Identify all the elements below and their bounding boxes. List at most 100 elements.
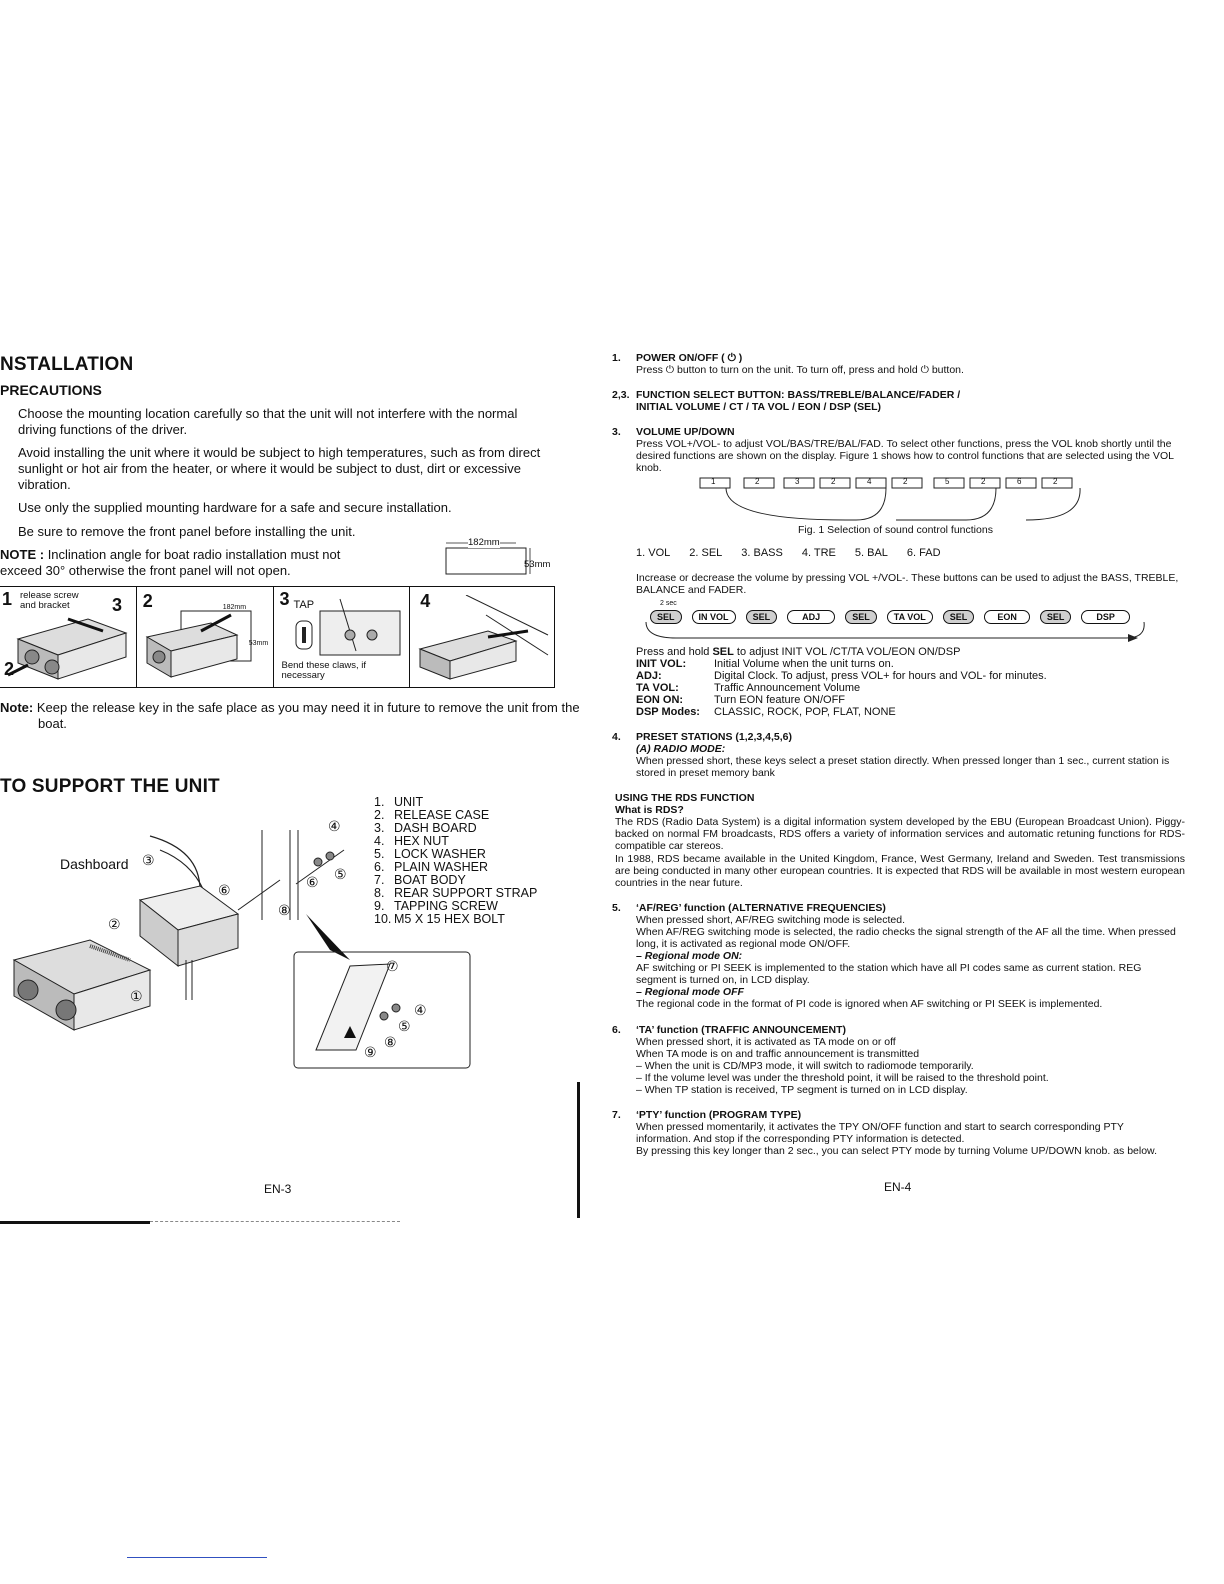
step-2-width: 182mm (222, 604, 247, 611)
item-5-no: 5. (612, 902, 621, 914)
item-7-title: ‘PTY’ function (PROGRAM TYPE) (636, 1109, 802, 1121)
item-6-line: – When the unit is CD/MP3 mode, it will … (636, 1060, 974, 1072)
precaution-4: Be sure to remove the front panel before… (18, 524, 356, 539)
figure-1: 1 2 3 2 4 2 5 2 6 2 (696, 476, 1086, 522)
item-6-no: 6. (612, 1024, 621, 1036)
step-1-number-2: 2 (4, 659, 15, 679)
item-6-line: When TA mode is on and traffic announcem… (636, 1048, 920, 1060)
support-title: TO SUPPORT THE UNIT (0, 776, 220, 797)
radio-illustration-2 (145, 610, 252, 678)
step-2: 2 182mm 53mm (135, 587, 273, 687)
dashboard-label: Dashboard (60, 856, 129, 872)
item-1-text: Press ⏻ button to turn on the unit. To t… (636, 364, 964, 376)
item-5-line-4: The regional code in the format of PI co… (636, 998, 1103, 1010)
callout-8: ⑧ (278, 902, 291, 918)
bottom-rule-left (0, 1221, 150, 1224)
note-2-label: Note: (0, 700, 34, 715)
callout-5: ⑤ (334, 866, 347, 882)
item-4-no: 4. (612, 731, 621, 743)
step-4: 4 (409, 587, 554, 687)
parts-list-item: 3.DASH BOARD (374, 821, 477, 835)
step-2-number: 2 (142, 591, 153, 611)
step-3-tap: TAP (293, 599, 315, 611)
sel-pill: SEL (745, 610, 778, 624)
in-vol-pill: IN VOL (691, 610, 736, 624)
installation-title: NSTALLATION (0, 354, 134, 375)
note-text-1: Inclination angle for boat radio install… (47, 547, 341, 562)
mode-row: INIT VOL:Initial Volume when the unit tu… (636, 658, 894, 670)
parts-list-item: 4.HEX NUT (374, 834, 449, 848)
item-6-line: – If the volume level was under the thre… (636, 1072, 1049, 1084)
mode-row: ADJ:Digital Clock. To adjust, press VOL+… (636, 670, 1047, 682)
parts-list-item: 9.TAPPING SCREW (374, 899, 498, 913)
note-label: NOTE : (0, 547, 45, 562)
precautions-heading: PRECAUTIONS (0, 382, 102, 398)
figure-1-svg (699, 477, 1081, 521)
bottom-link-line (127, 1557, 267, 1558)
right-page: 1. POWER ON/OFF ( ⏻ ) Press ⏻ button to … (612, 0, 1224, 1584)
fig1-box-5: 4 (867, 477, 872, 486)
note-2-text: Keep the release key in the safe place a… (36, 700, 580, 731)
callout-6: ⑥ (218, 882, 231, 898)
callout-4: ④ (328, 818, 341, 834)
callout-4b: ④ (414, 1002, 427, 1018)
ta-vol-pill: TA VOL (886, 610, 933, 624)
step-2-height: 53mm (248, 640, 269, 647)
fig1-box-1: 1 (711, 477, 716, 486)
parts-list-item: 2.RELEASE CASE (374, 808, 490, 822)
item-2-title-2: INITIAL VOLUME / CT / TA VOL / EON / DSP… (636, 401, 882, 413)
fig1-box-7: 5 (945, 477, 950, 486)
page-number-right: EN-4 (884, 1180, 912, 1194)
step-1-number-3: 3 (112, 595, 123, 615)
item-5-line-1: When pressed short, AF/REG switching mod… (636, 914, 906, 926)
callout-3: ③ (142, 852, 155, 868)
step-4-number: 4 (420, 591, 431, 611)
item-6-line: – When TP station is received, TP segmen… (636, 1084, 968, 1096)
sel-pill: SEL (1039, 610, 1072, 624)
support-diagram: Dashboard ① ② ③ ④ ⑤ ⑥ ⑥ ⑧ ⑦ ④ ⑤ ⑧ ⑨ (0, 810, 480, 1070)
legend-item: 4. TRE (801, 547, 836, 559)
fig1-box-8: 2 (981, 477, 986, 486)
mode-row: EON ON:Turn EON feature ON/OFF (636, 694, 846, 706)
parts-list-item: 7.BOAT BODY (374, 873, 466, 887)
note-line-2: exceed 30° otherwise the front panel wil… (0, 563, 291, 578)
radio-illustration-4 (418, 595, 549, 680)
gutter-mark (577, 1082, 580, 1218)
radio-illustration-1 (8, 617, 128, 680)
parts-list: 1.UNIT 2.RELEASE CASE 3.DASH BOARD 4.HEX… (374, 796, 537, 926)
item-5-line-3: AF switching or PI SEEK is implemented t… (636, 962, 1142, 986)
left-page: NSTALLATION PRECAUTIONS Choose the mount… (0, 0, 600, 1584)
sel-2sec-label: 2 sec (660, 600, 677, 607)
install-steps: 1 release screw and bracket 3 2 2 182mm … (0, 586, 555, 688)
item-3-no: 3. (612, 426, 621, 438)
callout-1: ① (130, 988, 143, 1004)
item-5-line-2: When AF/REG switching mode is selected, … (636, 926, 1176, 950)
callout-9: ⑨ (364, 1044, 377, 1060)
sel-chain-diagram: 2 sec SEL IN VOL SEL ADJ SEL TA VOL SEL … (636, 600, 1166, 646)
fig1-box-10: 2 (1053, 477, 1058, 486)
adj-pill: ADJ (787, 610, 836, 624)
callout-5b: ⑤ (398, 1018, 411, 1034)
dsp-pill: DSP (1081, 610, 1130, 624)
volume-text: Increase or decrease the volume by press… (636, 572, 1179, 596)
legend-item: 5. BAL (854, 547, 888, 559)
mode-row: TA VOL:Traffic Announcement Volume (636, 682, 861, 694)
fig1-box-2: 2 (755, 477, 760, 486)
support-diagram-svg (12, 830, 471, 1069)
item-4-title: PRESET STATIONS (1,2,3,4,5,6) (636, 731, 792, 743)
parts-list-item: 8.REAR SUPPORT STRAP (374, 886, 538, 900)
fig1-box-4: 2 (831, 477, 836, 486)
item-6-title: ‘TA’ function (TRAFFIC ANNOUNCEMENT) (636, 1024, 846, 1036)
legend-item: 3. BASS (741, 547, 783, 559)
dim-width-label: 182mm (468, 537, 500, 548)
sel-pill: SEL (942, 610, 975, 624)
mode-list: INIT VOL:Initial Volume when the unit tu… (636, 658, 1182, 718)
item-3-title: VOLUME UP/DOWN (636, 426, 735, 438)
sel-chain-row: SEL IN VOL SEL ADJ SEL TA VOL SEL EON SE… (650, 610, 1130, 624)
radio-illustration-3 (295, 598, 400, 656)
figure-1-caption: Fig. 1 Selection of sound control functi… (798, 524, 993, 536)
page-number-left: EN-3 (264, 1182, 292, 1196)
item-5-title: ‘AF/REG’ function (ALTERNATIVE FREQUENCI… (636, 902, 886, 914)
legend-item: 1. VOL (636, 547, 671, 559)
rds-title: USING THE RDS FUNCTION (615, 792, 755, 804)
